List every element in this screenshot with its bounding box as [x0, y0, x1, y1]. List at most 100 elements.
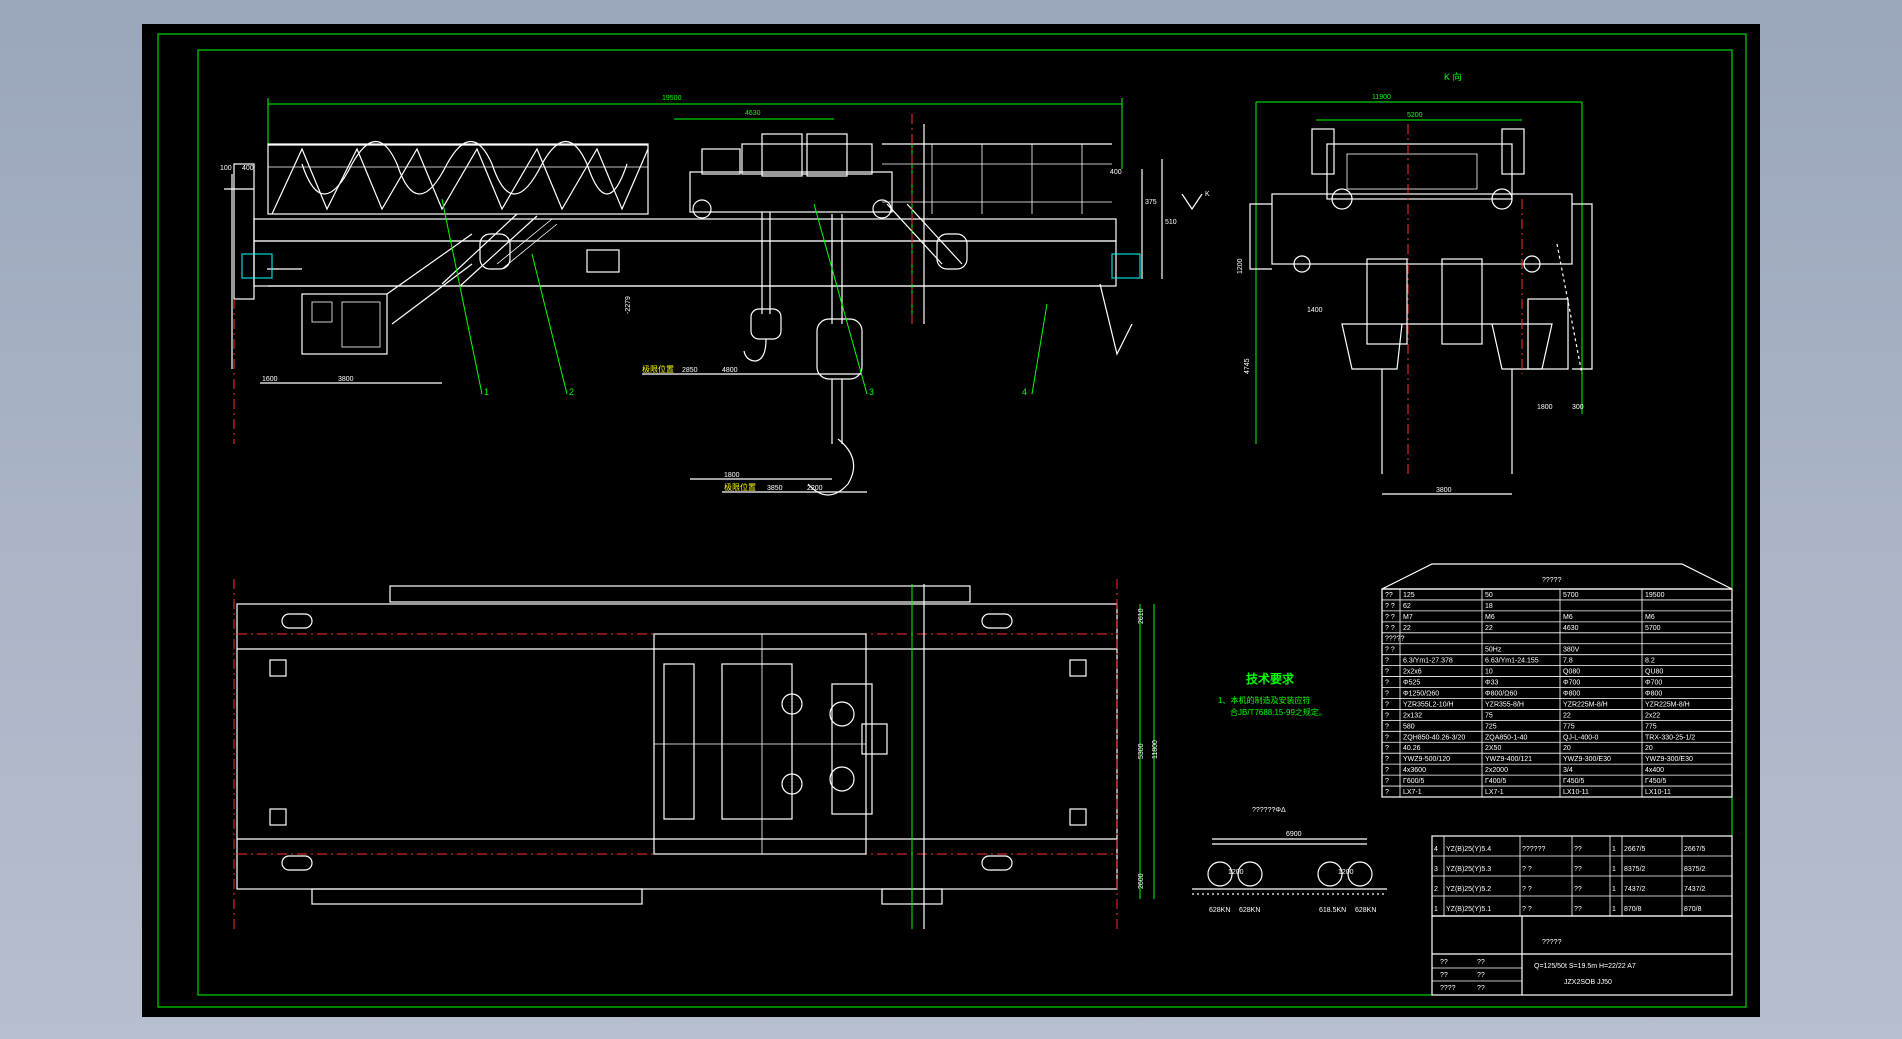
spec-cell: ? ? [1385, 647, 1395, 654]
spec-cell: 22 [1485, 625, 1493, 632]
spec-cell: Γ450/5 [1563, 778, 1584, 785]
spec-cell: 125 [1403, 592, 1415, 599]
k-view-label: K 向 [1444, 71, 1462, 82]
wheel-load-1: 628KN [1209, 907, 1230, 914]
parts-cell: 1 [1434, 906, 1438, 913]
dim-trolley-width: 4630 [745, 110, 761, 117]
spec-cell: ? [1385, 680, 1389, 687]
parts-cell: 7437/2 [1624, 886, 1646, 893]
title-block-code: JZX2SOB JJ50 [1564, 979, 1612, 986]
spec-cell: 2x132 [1403, 712, 1422, 719]
spec-cell: 5700 [1563, 592, 1579, 599]
spec-cell: M7 [1403, 614, 1413, 621]
spec-cell: ? ? [1385, 603, 1395, 610]
label-aux-hook-limit: 极限位置 [724, 482, 756, 492]
spec-cell: ? [1385, 778, 1389, 785]
spec-cell: 580 [1403, 723, 1415, 730]
spec-cell: 380V [1563, 647, 1580, 654]
parts-cell: ?? [1574, 886, 1582, 893]
spec-cell: 62 [1403, 603, 1411, 610]
spec-cell: 775 [1563, 723, 1575, 730]
spec-cell: 5700 [1645, 625, 1661, 632]
parts-cell: 1 [1612, 846, 1616, 853]
spec-cell: 22 [1563, 712, 1571, 719]
wheel-load-4: 628KN [1355, 907, 1376, 914]
spec-cell: 6.3/Ym1-27.378 [1403, 658, 1453, 665]
front-elevation-view: 19500 4630 [220, 95, 1210, 496]
spec-cell: 22 [1403, 625, 1411, 632]
spec-cell: LX7-1 [1403, 789, 1422, 796]
spec-cell: QU80 [1645, 669, 1663, 676]
dim-400: 400 [242, 165, 254, 172]
dim-k-bottom: 3800 [1436, 487, 1452, 494]
spec-cell: 8.2 [1645, 658, 1655, 665]
spec-cell: Φ800/Ω60 [1485, 690, 1517, 697]
spec-cell: ? ? [1385, 625, 1395, 632]
cad-viewport[interactable]: 19500 4630 [142, 24, 1760, 1017]
tech-req-line-2: 合JB/T7688.15-99之规定。 [1230, 707, 1327, 717]
spec-cell: 2X50 [1485, 745, 1501, 752]
dim-main-hook-2: 4800 [722, 367, 738, 374]
spec-cell: 725 [1485, 723, 1497, 730]
spec-cell: 3/4 [1563, 767, 1573, 774]
part-label-1: 1 [484, 387, 489, 397]
spec-cell: Φ1250/Ω60 [1403, 690, 1439, 697]
spec-cell: 6.63/Ym1-24.155 [1485, 658, 1539, 665]
wheel-diagram-title: ??????ΦΔ [1252, 807, 1286, 814]
part-label-3: 3 [869, 387, 874, 397]
dim-plan-4: 2600 [1138, 873, 1145, 889]
part-label-4: 4 [1022, 387, 1027, 397]
spec-cell: 775 [1645, 723, 1657, 730]
dim-main-hook: 2850 [682, 367, 698, 374]
spec-cell: YZR225M-8/H [1645, 701, 1690, 708]
spec-cell: QJ-L-400-0 [1563, 734, 1599, 741]
spec-cell: ? [1385, 669, 1389, 676]
spec-cell: Φ800 [1645, 690, 1662, 697]
dim-aux-hook: 3850 [767, 485, 783, 492]
spec-cell: M6 [1563, 614, 1573, 621]
spec-cell: TRX-330-25-1/2 [1645, 734, 1695, 741]
tb-label-3: ?? [1477, 959, 1485, 966]
spec-cell: Q080 [1563, 669, 1580, 676]
spec-cell: YWZ9-300/E30 [1645, 756, 1693, 763]
spec-cell: ?? [1385, 592, 1393, 599]
spec-cell: ? [1385, 767, 1389, 774]
wheel-left-width: 1200 [1228, 869, 1244, 876]
dim-1600: 1600 [262, 376, 278, 383]
dim-400-right: 400 [1110, 169, 1122, 176]
parts-cell: 1 [1612, 906, 1616, 913]
tb-label-5: ?? [1477, 985, 1485, 992]
dim-span: 19500 [662, 95, 682, 102]
spec-cell: ? ? [1385, 614, 1395, 621]
tech-req-line-1: 1、本机的制造及安装应符 [1218, 695, 1310, 705]
spec-cell: LX10-11 [1563, 789, 1589, 796]
spec-cell: ? [1385, 789, 1389, 796]
parts-cell: 2667/5 [1684, 846, 1706, 853]
tb-label-4: ?? [1477, 972, 1485, 979]
parts-cell: ?????? [1522, 846, 1545, 853]
dim-510: 510 [1165, 219, 1177, 226]
spec-cell: ? [1385, 723, 1389, 730]
spec-cell: M6 [1485, 614, 1495, 621]
tb-label-2: ???? [1440, 985, 1456, 992]
tb-label-1: ?? [1440, 972, 1448, 979]
parts-cell: 870/8 [1624, 906, 1642, 913]
wheel-load-3: 618.5KN [1319, 907, 1346, 914]
spec-cell: ? [1385, 690, 1389, 697]
dim-plan-2: 5300 [1138, 743, 1145, 759]
parts-cell: 8375/2 [1684, 866, 1706, 873]
tech-requirements: 技术要求 1、本机的制造及安装应符 合JB/T7688.15-99之规定。 [1218, 671, 1327, 717]
spec-cell: Φ800 [1563, 690, 1580, 697]
parts-cell: 1 [1612, 866, 1616, 873]
dim-k-300: 300 [1572, 404, 1584, 411]
spec-cell: Φ700 [1563, 680, 1580, 687]
title-block-name: ????? [1542, 939, 1562, 946]
k-side-view: K 向 11900 5200 3800 1800 300 1200 4745 1… [1237, 71, 1593, 495]
spec-table-header: ????? [1542, 577, 1562, 584]
tech-req-title: 技术要求 [1246, 671, 1295, 686]
spec-cell: Φ33 [1485, 680, 1498, 687]
dim-plan-3: 11800 [1152, 740, 1159, 759]
spec-cell: ????? [1385, 636, 1405, 643]
dim-k-inner: 5200 [1407, 112, 1423, 119]
spec-cell: 10 [1485, 669, 1493, 676]
